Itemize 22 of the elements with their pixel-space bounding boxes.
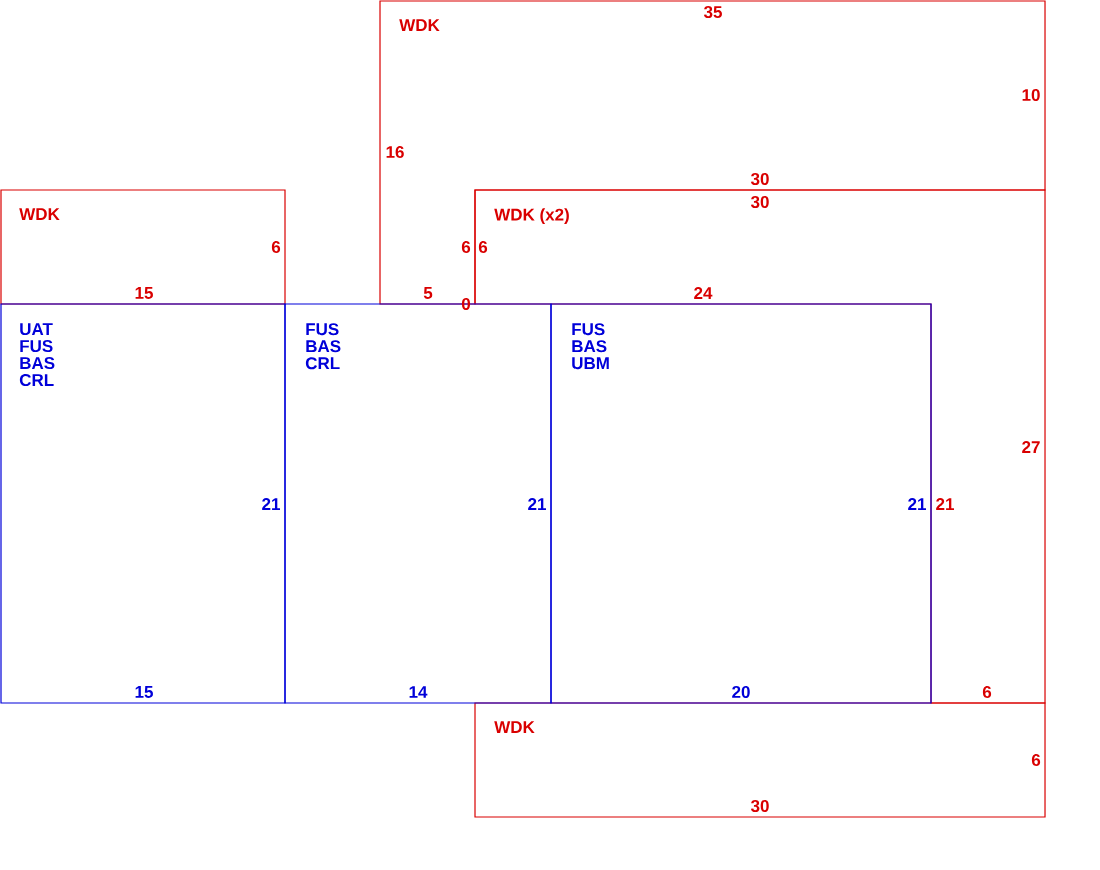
dimension-label: 15: [135, 287, 153, 299]
dimension-label: 6: [1031, 754, 1041, 767]
dimension-label: 20: [732, 686, 750, 699]
dimension-label: 6: [478, 241, 488, 254]
dimension-label: 27: [1022, 441, 1040, 453]
dimension-label: 30: [750, 800, 769, 813]
dimension-label: 21: [528, 498, 546, 510]
dimension-label: 10: [1022, 89, 1040, 102]
dimension-label: 6: [982, 686, 992, 699]
dimension-label: 21: [262, 498, 280, 510]
dimension-label: 16: [386, 146, 404, 159]
dimension-label: 14: [409, 686, 428, 698]
dimension-label: 30: [750, 195, 769, 209]
dimension-label: 21: [908, 498, 926, 510]
dimension-label: 15: [135, 686, 153, 698]
dimension-label: 5: [423, 287, 433, 299]
dimension-label: 21: [936, 498, 954, 510]
dimension-label: 6: [271, 241, 281, 254]
dimension-label: 24: [694, 287, 713, 299]
dimension-label: 30: [750, 172, 769, 186]
dimension-label: 35: [703, 5, 722, 19]
dimension-label: 6: [461, 241, 471, 254]
